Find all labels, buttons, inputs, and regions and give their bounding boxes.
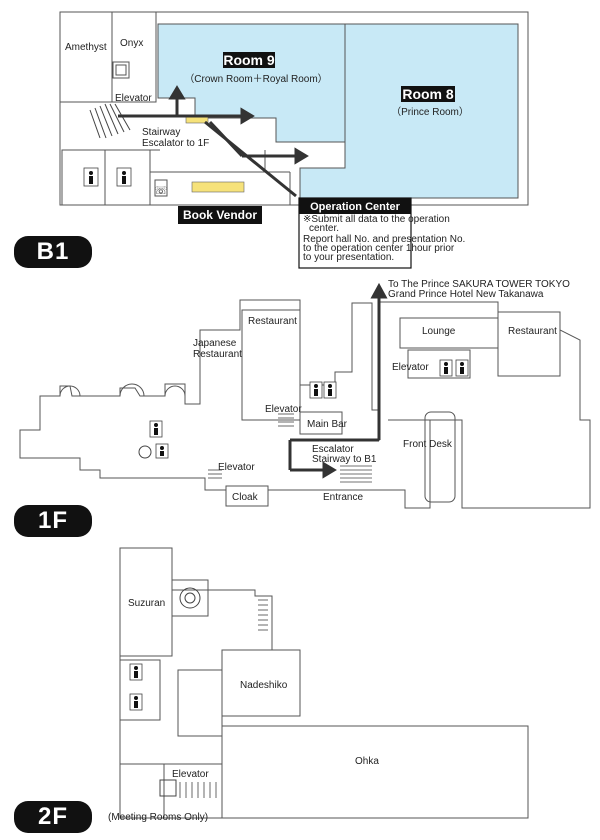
book-vendor-area [191,181,245,193]
f1-stairs [208,413,372,483]
lounge-label: Lounge [422,326,456,337]
front-desk [424,411,456,503]
b1-arrows [118,85,309,198]
suzuran-label: Suzuran [128,598,165,609]
restaurant-right-room [497,311,561,377]
f2-elevator-label: Elevator [172,769,209,780]
f1-elevator-left-label: Elevator [218,462,255,473]
operation-center-line1: ※Submit all data to the operation [303,214,450,225]
room9-subtitle: （Crown Room＋Royal Room） [184,73,327,85]
f1-stairway-label: Stairway to B1 [312,454,377,465]
b1-restroom-icons [83,167,132,187]
f2-restroom-block [119,659,161,721]
main-bar-room [299,411,343,435]
f2-stairs [179,599,268,798]
amethyst-room [59,11,113,103]
japanese-restaurant-label-2: Restaurant [193,349,242,360]
amethyst-label: Amethyst [65,42,107,53]
f1-elevator-right-label: Elevator [392,362,429,373]
book-vendor-bg [178,206,262,224]
onyx-room [111,11,157,103]
floor-badge-2f: 2F [14,801,92,833]
phone-icon: ☏ [154,185,168,197]
operation-center-line5: to your presentation. [303,252,394,263]
room8-title: Room 8 [402,86,454,102]
floor-badge-b1: B1 [14,236,92,268]
restaurant-left-label: Restaurant [248,316,297,327]
onyx-label: Onyx [120,38,143,49]
f1-restroom-icons [149,359,469,459]
book-vendor-label: Book Vendor [183,208,257,222]
ohka-label: Ohka [355,756,379,767]
cloak-label: Cloak [232,492,259,503]
f2-spiral-stair [171,579,209,617]
room8-title-bg [401,86,455,102]
f2-corridor-block [177,669,223,737]
b1-small-box [112,61,130,79]
entrance-label: Entrance [323,492,363,503]
f2-elevator-box [159,779,177,797]
nadeshiko-label: Nadeshiko [240,680,288,691]
restaurant-left-room [241,309,301,421]
ohka-room [221,725,529,819]
f2-spiral-icon [179,587,201,609]
main-bar-label: Main Bar [307,419,348,430]
operation-center-line4: to the operation center 1hour prior [303,243,455,254]
f2-note-label: (Meeting Rooms Only) [108,812,208,823]
f2-restroom-icons [129,663,143,711]
room9-title: Room 9 [223,52,275,68]
b1-stairs [89,103,131,139]
b1-stairway-label: Stairway [142,127,180,138]
b1-escalator-label: Escalator to 1F [142,138,209,149]
floor-badge-1f: 1F [14,505,92,537]
b1-restroom-block [61,149,151,206]
f1-arrow [288,282,388,479]
front-desk-label: Front Desk [403,439,453,450]
f1-plan [19,299,591,509]
b1-elevator-label: Elevator [115,93,152,104]
japanese-restaurant-label-1: Japanese [193,338,237,349]
cloak-room [225,485,269,507]
tower-line1: To The Prince SAKURA TOWER TOKYO [388,279,570,290]
room9-title-bg [223,52,275,68]
phone-booth [154,179,168,197]
f2-plan [119,547,529,819]
operation-center-title: Operation Center [310,201,401,213]
f1-elevator-center-label: Elevator [265,404,302,415]
b1-outline [59,11,529,206]
room8-subtitle: （Prince Room） [391,106,469,118]
f1-elevator-block [407,349,471,379]
f1-spiral-stair-icon [138,445,152,459]
operation-center-line3: Report hall No. and presentation No. [303,234,465,245]
tower-line2: Grand Prince Hotel New Takanawa [388,289,544,300]
restaurant-right-label: Restaurant [508,326,557,337]
b1-plan [59,11,529,206]
f1-escalator-label: Escalator [312,444,354,455]
operation-center-line2: center. [309,223,339,234]
